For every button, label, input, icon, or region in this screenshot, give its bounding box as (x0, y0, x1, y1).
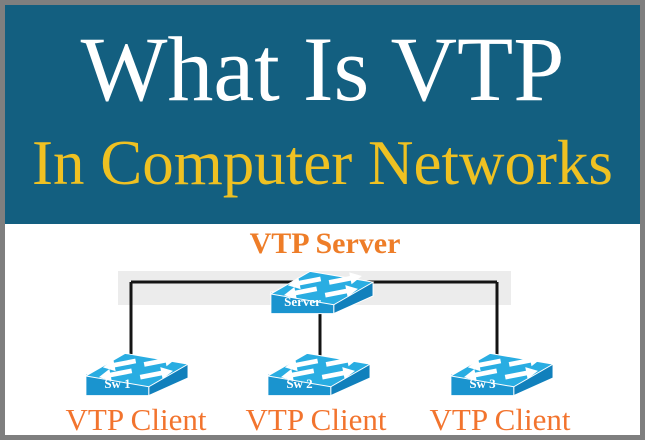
server-switch-label: Server (284, 294, 321, 309)
client-switch-1: Sw 1 (80, 348, 190, 400)
client-switch-2: Sw 2 (262, 348, 372, 400)
client-caption-1: VTP Client (65, 402, 207, 437)
vtp-topology-diagram: VTP Server Server Sw 1 Sw 2 Sw 3 VTP Cli… (5, 224, 640, 435)
server-caption: VTP Server (249, 227, 401, 260)
client-switch-1-label: Sw 1 (104, 376, 131, 391)
server-switch: Server (265, 266, 375, 318)
title-main: What Is VTP (80, 18, 565, 120)
client-caption-2: VTP Client (245, 402, 387, 437)
title-banner: What Is VTP In Computer Networks (5, 5, 640, 224)
client-caption-3: VTP Client (429, 402, 571, 437)
title-subtitle: In Computer Networks (32, 128, 613, 198)
client-switch-3-label: Sw 3 (469, 376, 496, 391)
client-switch-2-label: Sw 2 (286, 376, 313, 391)
client-switch-3: Sw 3 (445, 348, 555, 400)
